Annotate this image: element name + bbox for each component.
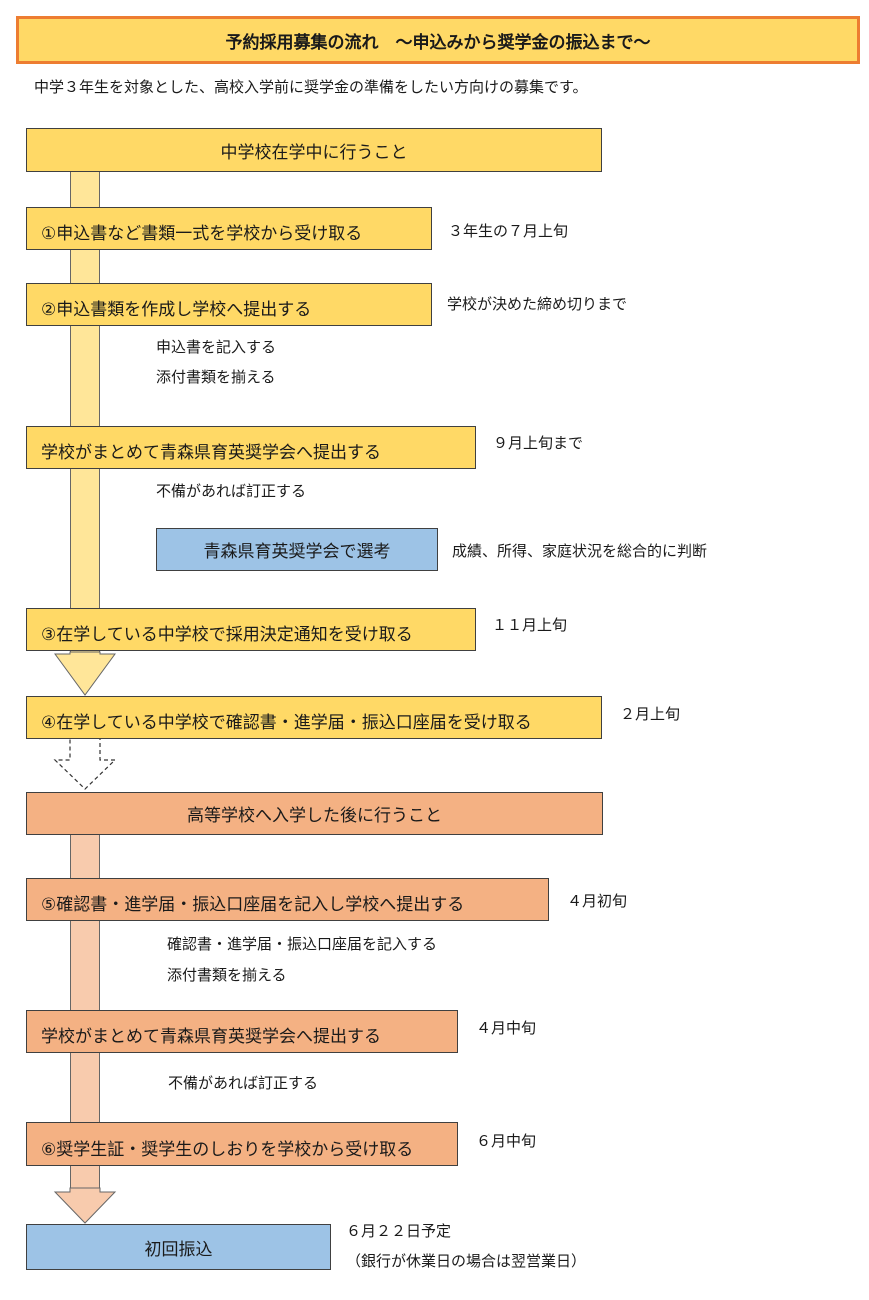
first-transfer-box: 初回振込 [26, 1224, 331, 1270]
hs-school-submit-timing: ４月中旬 [476, 1019, 537, 1037]
step-2-timing: 学校が決めた締め切りまで [447, 295, 628, 313]
first-transfer-timing-note: （銀行が休業日の場合は翌営業日） [346, 1252, 587, 1270]
step-5-note-2: 添付書類を揃える [167, 966, 287, 984]
step-3-timing: １１月上旬 [492, 616, 568, 634]
step-1-box: ①申込書など書類一式を学校から受け取る [26, 207, 432, 250]
school-submit-note: 不備があれば訂正する [156, 482, 307, 500]
step-5-box: ⑤確認書・進学届・振込口座届を記入し学校へ提出する [26, 878, 549, 921]
hs-school-submit-box: 学校がまとめて青森県育英奨学会へ提出する [26, 1010, 458, 1053]
hs-school-submit-note: 不備があれば訂正する [168, 1074, 319, 1092]
junior-high-connector-bar [70, 170, 100, 654]
step-3-box: ③在学している中学校で採用決定通知を受け取る [26, 608, 476, 651]
step-4-timing: ２月上旬 [620, 705, 681, 723]
step-1-timing: ３年生の７月上旬 [448, 222, 569, 240]
intro-text: 中学３年生を対象とした、高校入学前に奨学金の準備をしたい方向けの募集です。 [34, 78, 588, 96]
dashed-down-arrow-icon [53, 737, 117, 790]
step-6-box: ⑥奨学生証・奨学生のしおりを学校から受け取る [26, 1122, 458, 1166]
step-4-box: ④在学している中学校で確認書・進学届・振込口座届を受け取る [26, 696, 602, 739]
down-arrow-icon [53, 1187, 117, 1224]
step-5-note-1: 確認書・進学届・振込口座届を記入する [167, 935, 438, 953]
high-school-header: 高等学校へ入学した後に行うこと [26, 792, 603, 835]
step-2-box: ②申込書類を作成し学校へ提出する [26, 283, 432, 326]
down-arrow-icon [54, 651, 116, 696]
step-2-note-1: 申込書を記入する [156, 338, 277, 356]
first-transfer-timing: ６月２２日予定 [346, 1222, 452, 1240]
step-6-timing: ６月中旬 [476, 1132, 537, 1150]
school-submit-box: 学校がまとめて青森県育英奨学会へ提出する [26, 426, 476, 469]
selection-note: 成績、所得、家庭状況を総合的に判断 [452, 542, 708, 560]
selection-box: 青森県育英奨学会で選考 [156, 528, 438, 571]
school-submit-timing: ９月上旬まで [493, 434, 584, 452]
step-5-timing: ４月初旬 [567, 892, 628, 910]
junior-high-header: 中学校在学中に行うこと [26, 128, 602, 172]
flow-title: 予約採用募集の流れ ～申込みから奨学金の振込まで～ [16, 16, 860, 64]
step-2-note-2: 添付書類を揃える [156, 368, 276, 386]
